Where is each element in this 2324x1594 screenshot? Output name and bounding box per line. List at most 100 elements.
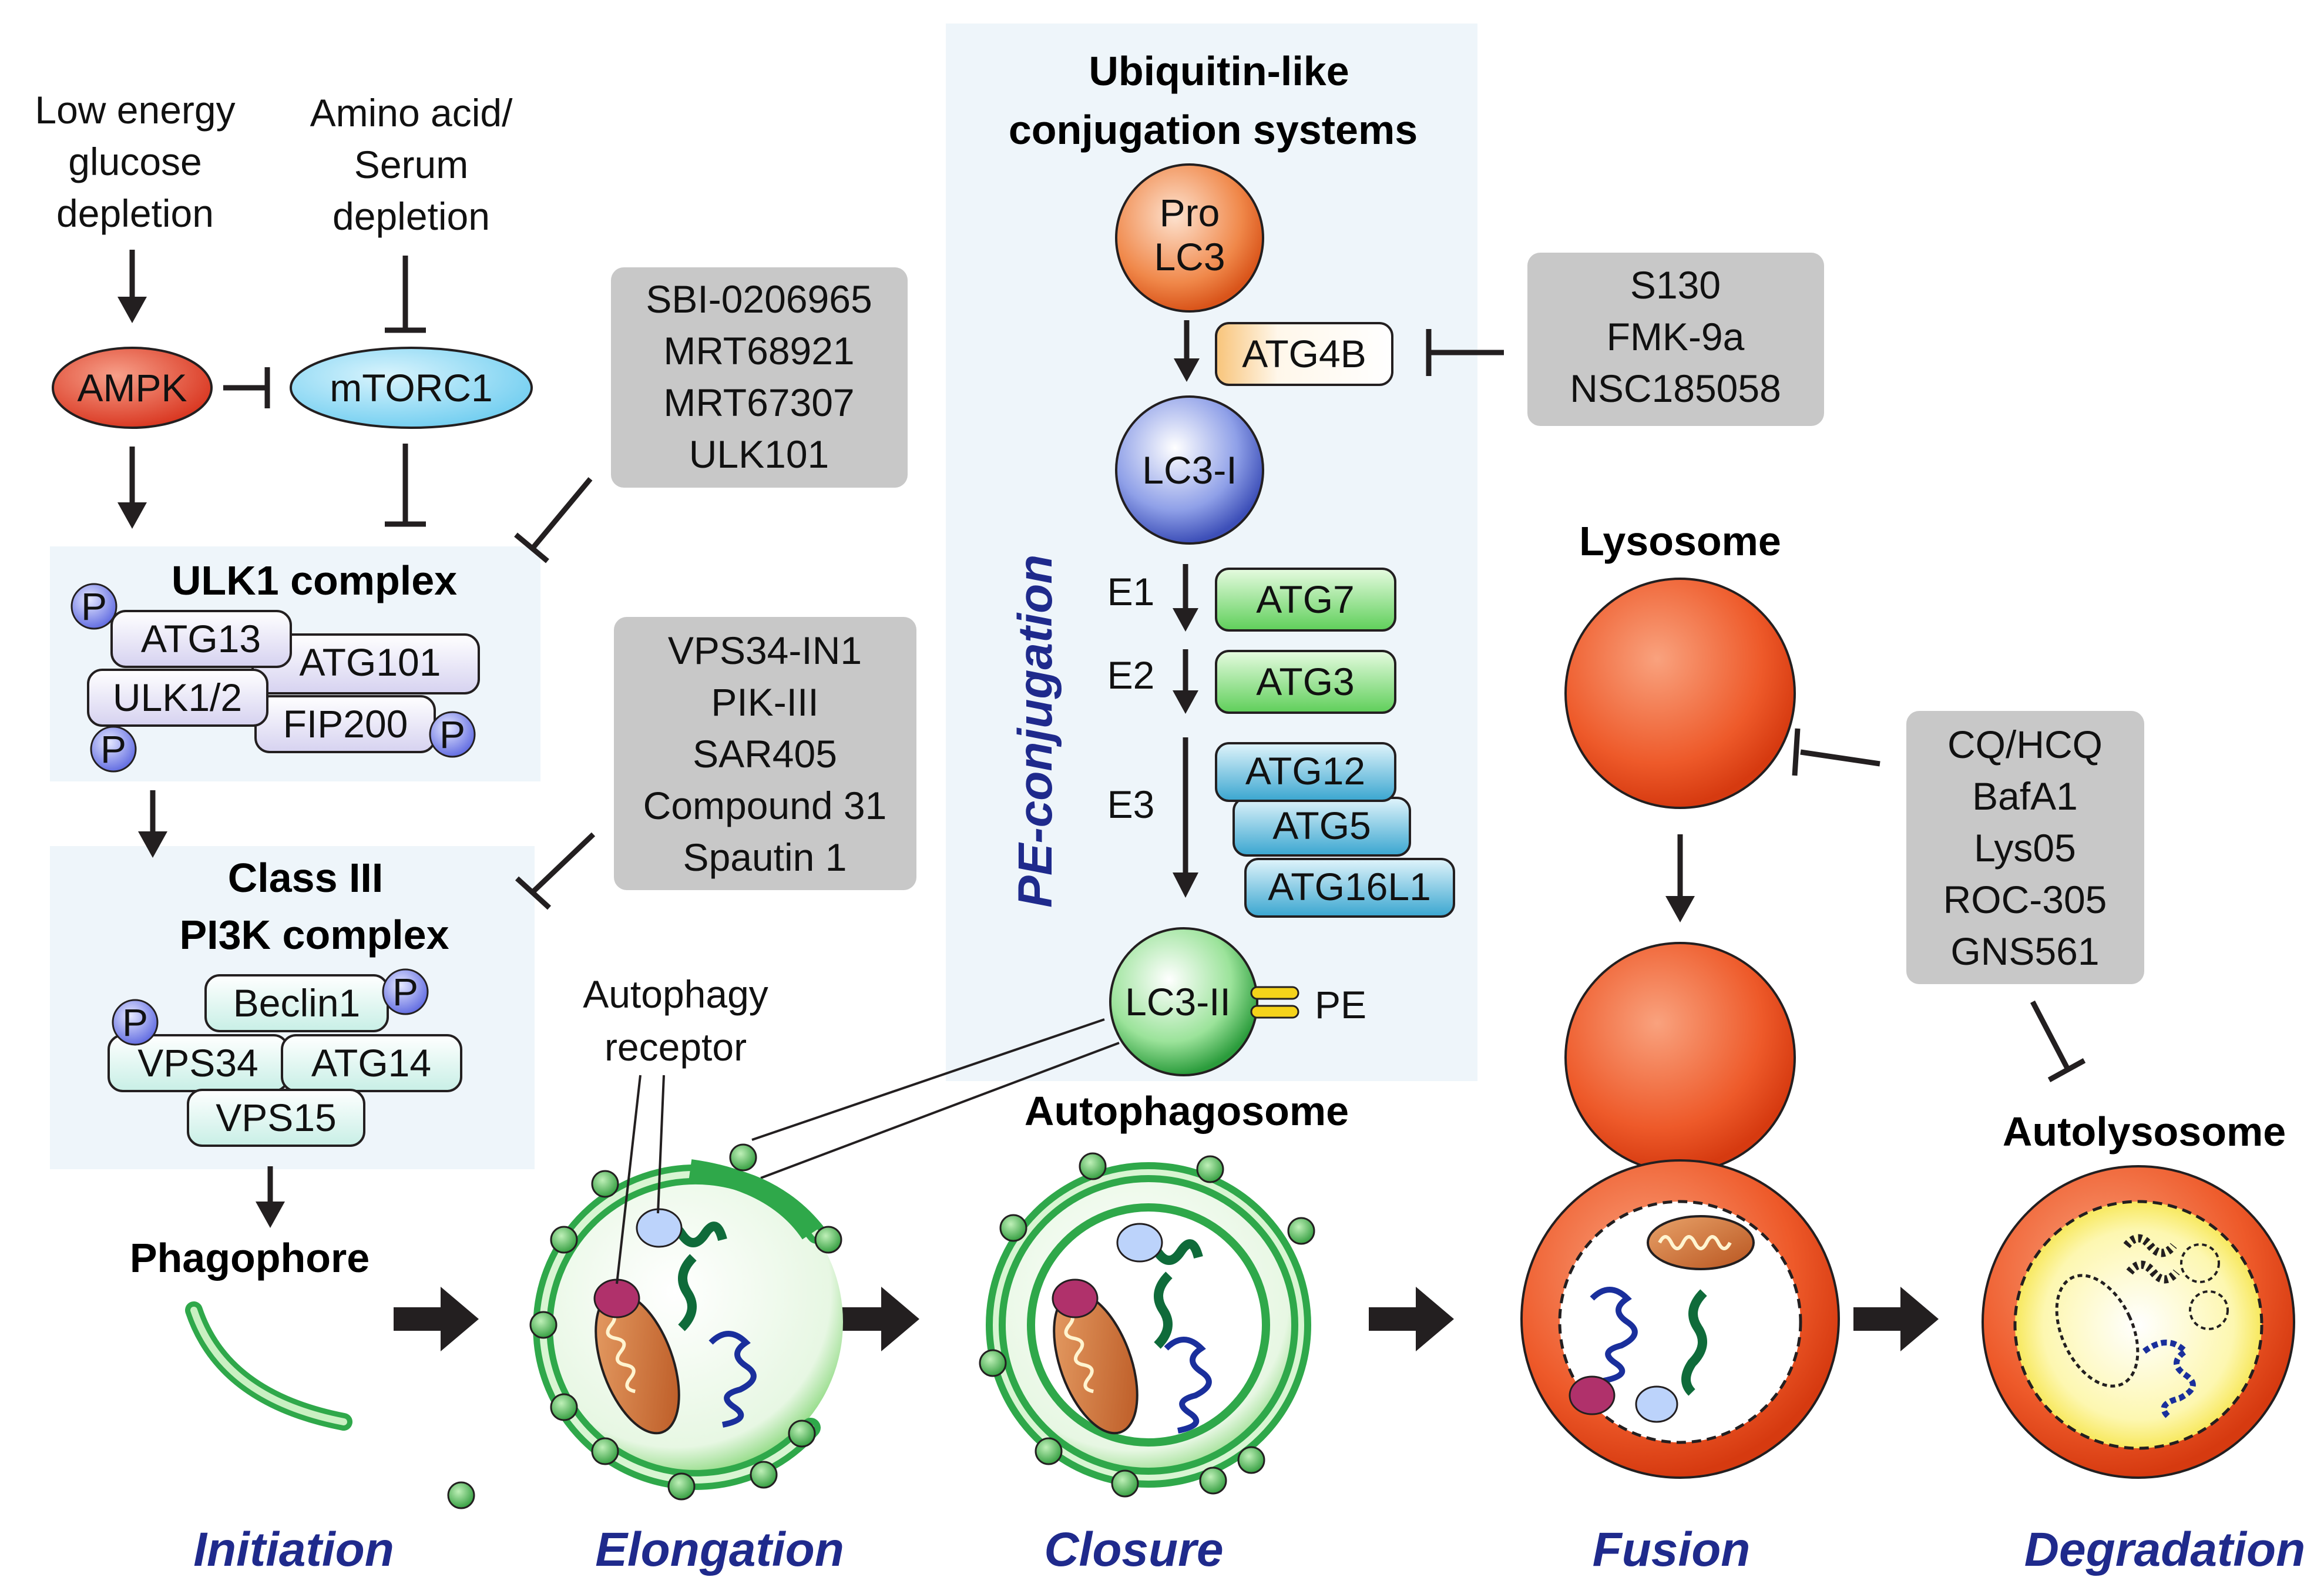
- stage-labels: Initiation Elongation Closure Fusion Deg…: [193, 1523, 2305, 1576]
- pro-lc3-line: LC3: [1154, 235, 1225, 278]
- atg7-node: ATG7: [1215, 568, 1396, 632]
- signal-line: depletion: [56, 192, 214, 235]
- vps34-inhibitor-box: VPS34-IN1 PIK-III SAR405 Compound 31 Spa…: [614, 617, 916, 890]
- atg7-label: ATG7: [1256, 578, 1354, 621]
- phospho-icon: [429, 711, 476, 758]
- atg5-label: ATG5: [1272, 804, 1371, 847]
- inhibitor-name: ULK101: [689, 432, 829, 476]
- lysosome-inhibitor-box: CQ/HCQ BafA1 Lys05 ROC-305 GNS561: [1906, 711, 2144, 984]
- atg16l1-label: ATG16L1: [1268, 865, 1431, 908]
- protein-vps34: VPS34: [137, 1041, 258, 1085]
- pi3k-complex: Beclin1 VPS34 ATG14 VPS15: [108, 974, 462, 1147]
- inhibitor-name: ROC-305: [1943, 878, 2107, 921]
- lc3-dot: [550, 1393, 578, 1421]
- atg4b-node: ATG4B: [1215, 322, 1393, 386]
- e3-complex: ATG16L1 ATG5 ATG12: [1215, 742, 1455, 918]
- protein-box: [281, 1034, 462, 1092]
- autophagosome: [986, 1162, 1311, 1488]
- lc3-ii-node: LC3-II PE: [1109, 927, 1366, 1076]
- fusion-structure: [1520, 942, 1840, 1479]
- degraded-cargo-icon: [2142, 1340, 2196, 1418]
- inhibitor-name: Lys05: [1974, 826, 2076, 870]
- pe-conjugation-label: PE-conjugation: [1009, 555, 1062, 908]
- pro-lc3-node: Pro LC3: [1115, 163, 1264, 313]
- lc3-dot: [447, 1481, 475, 1509]
- lc3-dot: [529, 1311, 558, 1339]
- mtorc1-node: mTORC1: [290, 347, 533, 429]
- lc3-dot: [1199, 1467, 1227, 1495]
- elongation-dots: [529, 1143, 842, 1501]
- protein-fip200: FIP200: [283, 702, 408, 746]
- protein-box: [110, 610, 292, 668]
- protein-box: [1215, 742, 1396, 802]
- closure-dots: [979, 1152, 1315, 1498]
- receptor-icon: [1116, 1223, 1163, 1263]
- mtorc1-label: mTORC1: [330, 366, 492, 410]
- signal-line: Amino acid/: [310, 91, 513, 135]
- lc3-dot: [1111, 1469, 1139, 1498]
- atg12-label: ATG12: [1245, 749, 1365, 793]
- pi3k-title-line2: PI3K complex: [179, 912, 449, 958]
- closure-cargo: [1052, 1223, 1212, 1435]
- lc3-dot: [729, 1143, 757, 1172]
- lc3-dot: [1196, 1155, 1224, 1183]
- lc3-dot: [788, 1420, 816, 1448]
- lc3-ii-label: LC3-II: [1125, 980, 1231, 1023]
- phagophore-membrane: [185, 1301, 352, 1431]
- signal-line: Low energy: [35, 88, 235, 132]
- conjugation-title-line2: conjugation systems: [1009, 107, 1418, 153]
- lc3-dot: [591, 1437, 619, 1465]
- cargo-protein-icon: [1681, 1289, 1707, 1396]
- autolysosome-label: Autolysosome: [2003, 1109, 2286, 1155]
- lc3-dot: [979, 1349, 1007, 1377]
- protein-atg14: ATG14: [311, 1041, 431, 1085]
- cargo-aggregate-icon: [1590, 1287, 1638, 1384]
- protein-beclin1: Beclin1: [233, 981, 360, 1025]
- receptor-label-line: Autophagy: [583, 972, 768, 1016]
- lc3-dot: [750, 1461, 778, 1489]
- inhibitor-name: BafA1: [1972, 774, 2078, 818]
- ampk-node: AMPK: [52, 347, 213, 429]
- signal-line: glucose: [68, 140, 202, 183]
- protein-atg101: ATG101: [300, 640, 441, 684]
- pe-label: PE: [1315, 983, 1366, 1026]
- lc3-dot: [550, 1226, 578, 1254]
- receptor-label-line: receptor: [604, 1025, 747, 1069]
- inhibitor-name: VPS34-IN1: [668, 629, 862, 672]
- lc3-dot: [667, 1472, 696, 1501]
- lc3-i-node: LC3-I: [1115, 395, 1264, 545]
- phagophore-label: Phagophore: [130, 1235, 370, 1281]
- atg4b-label: ATG4B: [1242, 332, 1366, 375]
- lc3-dot: [999, 1214, 1027, 1242]
- low-energy-signal: Low energy glucose depletion: [35, 88, 235, 235]
- receptor-icon: [636, 1208, 683, 1248]
- signal-line: depletion: [333, 194, 490, 238]
- e3-label: E3: [1107, 783, 1155, 826]
- autolysosome: [1982, 1165, 2295, 1479]
- pe-tail-icon: [1250, 1005, 1299, 1019]
- phospho-icon: [112, 999, 159, 1046]
- cargo-aggregate-icon: [708, 1331, 757, 1428]
- inhibitor-name: CQ/HCQ: [1947, 723, 2103, 766]
- inhibitor-name: Spautin 1: [683, 835, 847, 879]
- conjugation-title-line1: Ubiquitin-like: [1089, 48, 1349, 94]
- inhibitor-name: MRT68921: [663, 329, 854, 373]
- inhibitor-name: NSC185058: [1570, 367, 1781, 410]
- stage-arrows: [394, 1287, 1939, 1351]
- phospho-label: P: [392, 970, 418, 1014]
- stage-initiation: Initiation: [193, 1523, 394, 1576]
- signal-line: Serum: [354, 143, 468, 186]
- lc3-dot: [814, 1226, 842, 1254]
- protein-vps15: VPS15: [216, 1096, 336, 1139]
- lc3-dot: [1079, 1152, 1107, 1180]
- stage-degradation: Degradation: [2024, 1523, 2305, 1576]
- stage-elongation: Elongation: [595, 1523, 844, 1576]
- ulk1-complex-title: ULK1 complex: [172, 558, 457, 603]
- lysosome: [1564, 942, 1796, 1173]
- protein-box: [87, 669, 268, 727]
- cargo-aggregate-icon: [1164, 1337, 1212, 1434]
- ulk1-complex: ATG101 ATG13 FIP200 ULK1/2: [87, 610, 480, 753]
- receptor-icon: [1635, 1385, 1678, 1423]
- receptor-icon: [1569, 1375, 1616, 1415]
